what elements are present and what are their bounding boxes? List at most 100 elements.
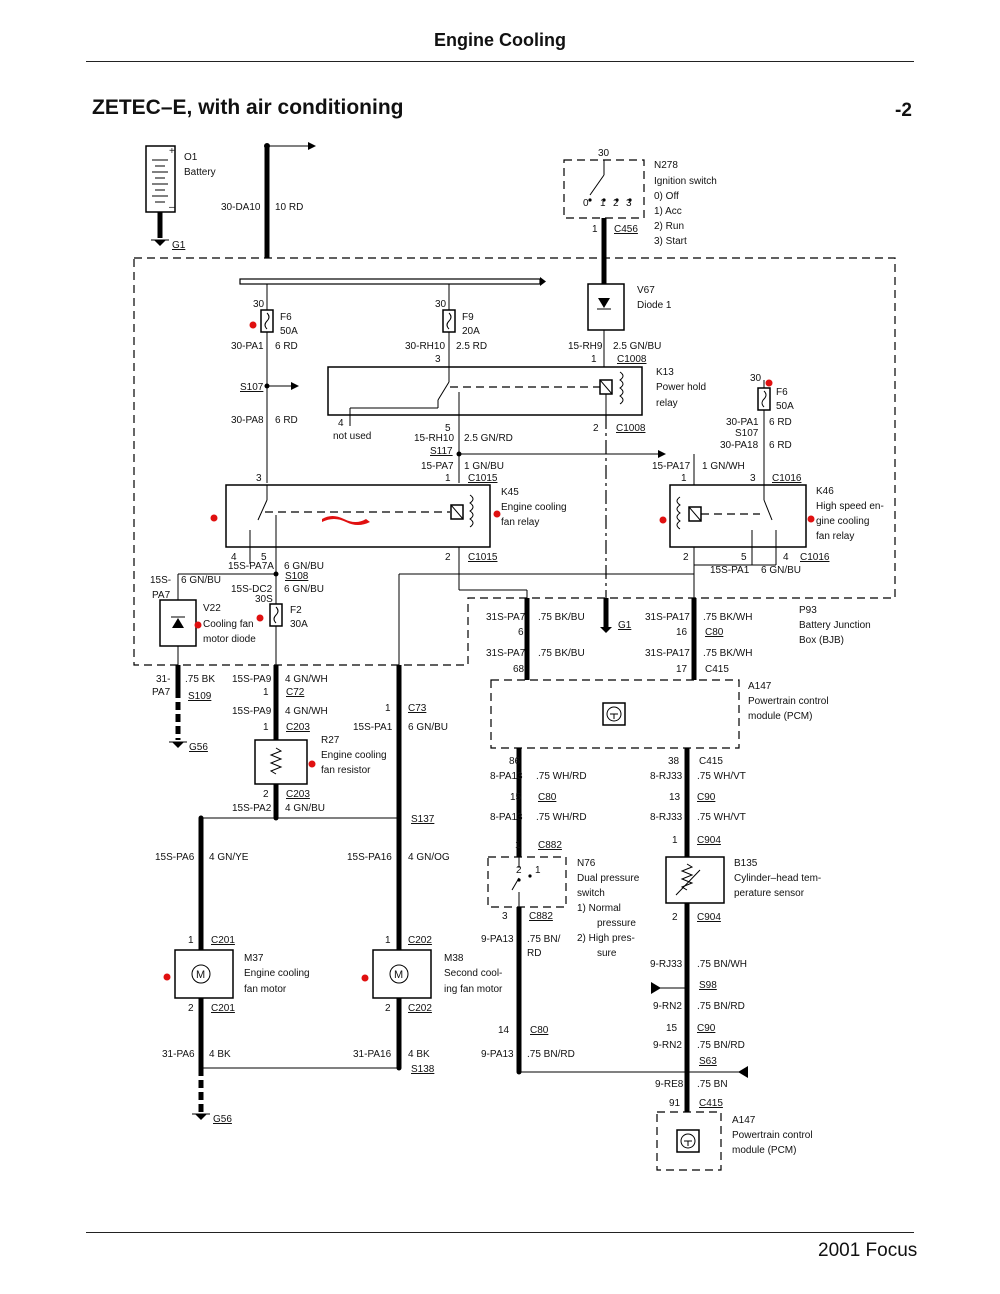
label-gnbu6b: 6 GN/BU (181, 575, 221, 586)
label-pin86: 86 (509, 756, 521, 767)
label-c80b: C80 (538, 792, 557, 803)
pcm-module-top (490, 679, 740, 749)
label-m37-n2: fan motor (244, 984, 287, 995)
label-c8pa13b: 8-PA13 (490, 812, 523, 823)
label-c30rh10: 30-RH10 (405, 341, 445, 352)
label-c904b: C904 (697, 912, 721, 923)
bus-bar (239, 277, 546, 286)
label-pos1: 1) Acc (654, 206, 682, 217)
label-g1-top: G1 (172, 240, 186, 251)
label-pin6: 6 (518, 627, 524, 638)
label-b135-n2: perature sensor (734, 888, 805, 899)
label-rd-frag: RD (527, 948, 541, 959)
label-k13-pin3: 3 (435, 354, 441, 365)
label-c882a: C882 (538, 840, 562, 851)
label-k46-n1: High speed en- (816, 501, 884, 512)
label-c201-pin1: 1 (188, 935, 194, 946)
label-bat-minus: – (169, 202, 175, 213)
label-k45-pin4: 4 (231, 552, 237, 563)
label-bnrd75c: .75 BN/RD (527, 1049, 575, 1060)
label-c904-pin2: 2 (672, 912, 678, 923)
label-k46-pin3: 3 (750, 473, 756, 484)
relay-k13 (327, 366, 643, 416)
label-k13: K13 (656, 367, 674, 378)
label-pin16: 16 (676, 627, 688, 638)
label-c201a: C201 (211, 935, 235, 946)
label-k45-pin5: 5 (261, 552, 267, 563)
label-c15spa16: 15S-PA16 (347, 852, 392, 863)
label-f2-30s: 30S (255, 594, 273, 605)
label-c31spa17a: 31S-PA17 (645, 612, 690, 623)
relay-k46 (669, 454, 807, 548)
label-c15rh9: 15-RH9 (568, 341, 603, 352)
label-s117: S117 (430, 446, 453, 457)
label-pcm4: module (PCM) (732, 1145, 796, 1156)
label-c31spa7a: 31S-PA7 (486, 612, 526, 623)
label-c904-pin1: 1 (672, 835, 678, 846)
label-f6-50a: 50A (280, 326, 298, 337)
label-c15spa2: 15S-PA2 (232, 803, 272, 814)
label-bk4b: 4 BK (408, 1049, 430, 1060)
label-c8rj33a: 8-RJ33 (650, 771, 683, 782)
label-pin91: 91 (669, 1098, 681, 1109)
label-sw-2: 2 (516, 865, 522, 876)
label-n76-2b: sure (597, 948, 617, 959)
relay-k45 (225, 484, 491, 548)
label-sw2: 2 (613, 198, 619, 209)
page-number: -2 (895, 100, 912, 121)
label-n76: N76 (577, 858, 596, 869)
label-gnbu25: 2.5 GN/BU (613, 341, 661, 352)
label-bjb1: Battery Junction (799, 620, 871, 631)
label-pin15b: 15 (666, 1023, 678, 1034)
label-k13-pin4: 4 (338, 418, 344, 429)
label-bkwh75a: .75 BK/WH (703, 612, 752, 623)
label-k46-pin1: 1 (681, 473, 687, 484)
label-k46: K46 (816, 486, 834, 497)
label-f6-30: 30 (253, 299, 265, 310)
label-bat-plus: + (169, 146, 175, 157)
label-k45-n2: fan relay (501, 517, 539, 528)
label-m38: M38 (444, 953, 464, 964)
label-rd25: 2.5 RD (456, 341, 487, 352)
label-sw-1: 1 (535, 865, 541, 876)
label-gnbu6e: 6 GN/BU (408, 722, 448, 733)
label-sw0: 0 (583, 198, 589, 209)
header-rule (86, 61, 914, 62)
label-c9pa13b: 9-PA13 (481, 1049, 514, 1060)
label-c456-pin: 1 (592, 224, 598, 235)
label-k13-pin1: 1 (591, 354, 597, 365)
label-bnrd75b: .75 BN/RD (697, 1040, 745, 1051)
label-c415a: C415 (705, 664, 729, 675)
label-a147b: A147 (732, 1115, 756, 1126)
label-k46-pin5: 5 (741, 552, 747, 563)
fuse-f6 (260, 284, 274, 483)
label-pos3: 3) Start (654, 236, 687, 247)
label-sw3: 3 (626, 198, 632, 209)
label-pcm3: Powertrain control (732, 1130, 813, 1141)
label-c15spa7a: 15S-PA7A (228, 561, 274, 572)
label-c30pa18: 30-PA18 (720, 440, 759, 451)
label-p93: P93 (799, 605, 817, 616)
label-n76-1b: pressure (597, 918, 636, 929)
label-rd6c: 6 RD (769, 417, 792, 428)
label-c8rj33b: 8-RJ33 (650, 812, 683, 823)
label-bnwh75: .75 BN/WH (697, 959, 747, 970)
label-gnbu6d: 6 GN/BU (761, 565, 801, 576)
label-v22: V22 (203, 603, 221, 614)
label-c8pa13a: 8-PA13 (490, 771, 523, 782)
ground-symbol (151, 239, 169, 246)
pcm-module-bottom (656, 1111, 722, 1171)
label-gnog4: 4 GN/OG (408, 852, 450, 863)
label-c201b: C201 (211, 1003, 235, 1014)
label-f2: F2 (290, 605, 302, 616)
motor-m37: M (174, 949, 234, 999)
footer-model-year: 2001 Focus (818, 1240, 918, 1261)
label-r27: R27 (321, 735, 340, 746)
label-c202b: C202 (408, 1003, 432, 1014)
label-v67: V67 (637, 285, 655, 296)
bjb-outline (133, 257, 896, 666)
label-c15spa6: 15S-PA6 (155, 852, 195, 863)
label-c31: 31- (156, 674, 170, 685)
footer-rule (86, 1232, 914, 1233)
label-f6b-50a: 50A (776, 401, 794, 412)
